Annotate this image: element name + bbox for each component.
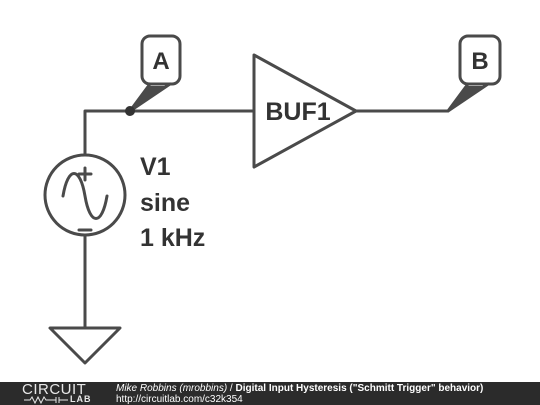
source-frequency: 1 kHz	[140, 224, 205, 252]
net-label-a-pointer-fill	[132, 86, 168, 109]
schematic-canvas: A B BUF1 V1 sine 1 kHz	[43, 34, 502, 365]
net-label-a-text: A	[152, 48, 169, 75]
source-name: V1	[140, 153, 171, 181]
logo-text-circuit: CIRCUIT	[22, 382, 87, 398]
circuitlab-logo[interactable]: CIRCUIT LAB	[22, 382, 94, 405]
net-label-b-text: B	[471, 48, 488, 75]
wire-source-to-node-a	[83, 109, 132, 157]
credit-separator: /	[227, 383, 236, 394]
buffer-label: BUF1	[265, 98, 330, 126]
net-label-b-box[interactable]	[458, 34, 502, 86]
sine-wave-icon	[61, 172, 109, 220]
footer-bar: CIRCUIT LAB Mike Robbins (mrobbins) / Di…	[0, 382, 540, 405]
net-label-b-pointer-fill	[450, 86, 486, 109]
circuit-title[interactable]: Digital Input Hysteresis ("Schmitt Trigg…	[235, 383, 484, 394]
buffer-gate[interactable]	[252, 53, 358, 169]
net-label-a-box[interactable]	[140, 34, 182, 86]
junction-dot	[125, 106, 135, 116]
ground-symbol[interactable]	[48, 326, 122, 365]
source-type: sine	[140, 189, 190, 217]
author-name[interactable]: Mike Robbins (mrobbins)	[116, 383, 228, 394]
plus-sign-icon	[77, 166, 93, 182]
voltage-source-symbol[interactable]	[43, 153, 127, 237]
resistor-wire-icon	[24, 396, 68, 404]
credit-line: Mike Robbins (mrobbins) / Digital Input …	[116, 383, 483, 394]
circuit-url[interactable]: http://circuitlab.com/c32k354	[116, 394, 243, 405]
logo-text-lab: LAB	[70, 394, 92, 404]
